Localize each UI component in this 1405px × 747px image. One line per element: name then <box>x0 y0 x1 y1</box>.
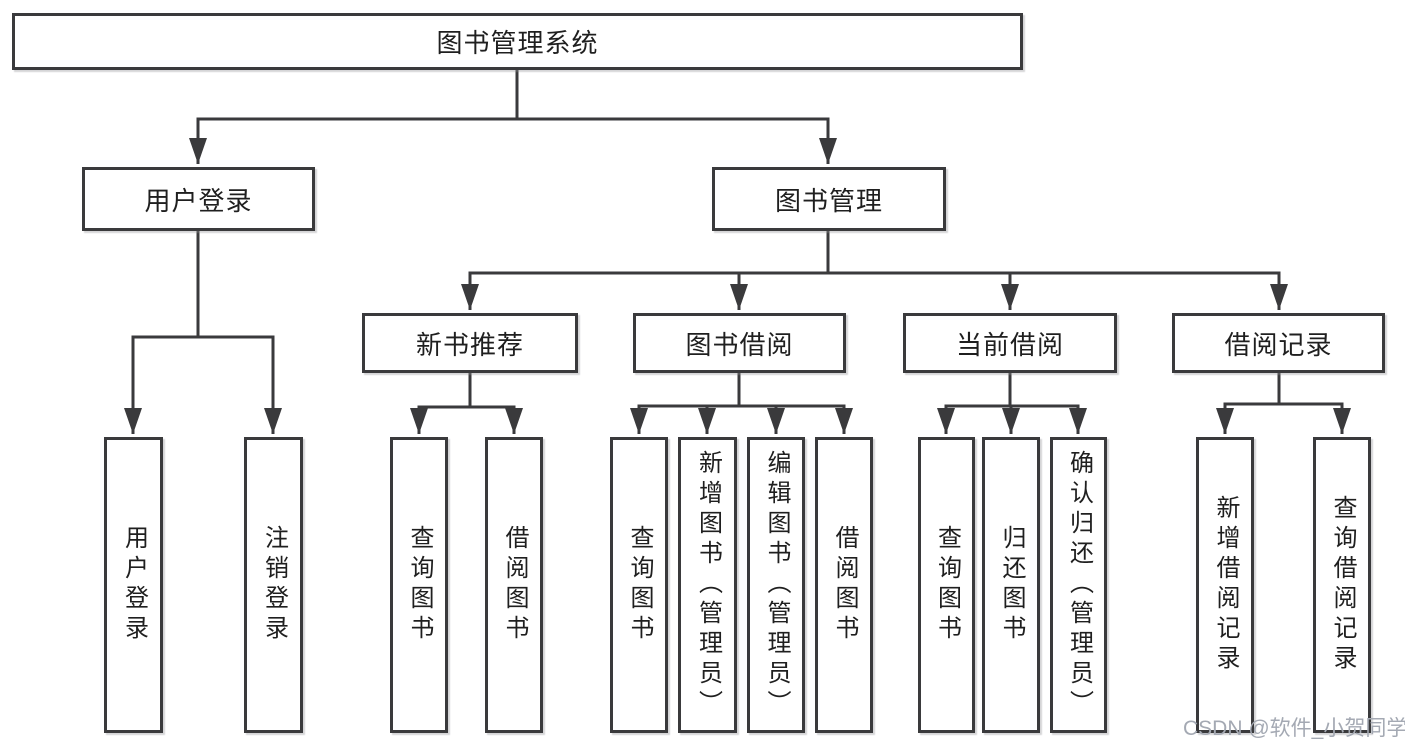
node-book-management-label: 图书管理 <box>774 185 883 216</box>
leaf-logout: 注销登录 <box>244 437 303 733</box>
leaf-query-borrow-record: 查询借阅记录 <box>1313 437 1371 733</box>
node-user-login: 用户登录 <box>82 167 315 231</box>
leaf-confirm-return-admin: 确认归还（管理员） <box>1050 437 1107 733</box>
leaf-edit-book-admin: 编辑图书（管理员） <box>747 437 805 733</box>
node-book-management: 图书管理 <box>712 167 946 231</box>
leaf-return-book: 归还图书 <box>982 437 1040 733</box>
leaf-add-book-admin: 新增图书（管理员） <box>678 437 737 733</box>
node-library-system: 图书管理系统 <box>12 13 1023 70</box>
node-current-borrowing-label: 当前借阅 <box>955 329 1064 360</box>
node-book-borrowing-label: 图书借阅 <box>685 329 794 360</box>
leaf-borrow-books: 借阅图书 <box>815 437 873 733</box>
node-new-book-recommend-label: 新书推荐 <box>415 329 524 360</box>
node-current-borrowing: 当前借阅 <box>903 313 1117 373</box>
node-borrowing-records: 借阅记录 <box>1172 313 1385 373</box>
leaf-borrow-books-recommend: 借阅图书 <box>485 437 543 733</box>
leaf-query-books-current: 查询图书 <box>918 437 975 733</box>
leaf-query-books-borrowing: 查询图书 <box>610 437 668 733</box>
node-borrowing-records-label: 借阅记录 <box>1224 329 1333 360</box>
leaf-user-login: 用户登录 <box>104 437 163 733</box>
csdn-watermark: CSDN @软件_小贺同学 <box>1183 717 1405 740</box>
node-new-book-recommend: 新书推荐 <box>362 313 578 373</box>
leaf-query-books-recommend: 查询图书 <box>390 437 448 733</box>
node-library-system-label: 图书管理系统 <box>436 28 599 58</box>
node-book-borrowing: 图书借阅 <box>633 313 846 373</box>
leaf-add-borrow-record: 新增借阅记录 <box>1196 437 1254 733</box>
node-user-login-label: 用户登录 <box>144 185 253 216</box>
